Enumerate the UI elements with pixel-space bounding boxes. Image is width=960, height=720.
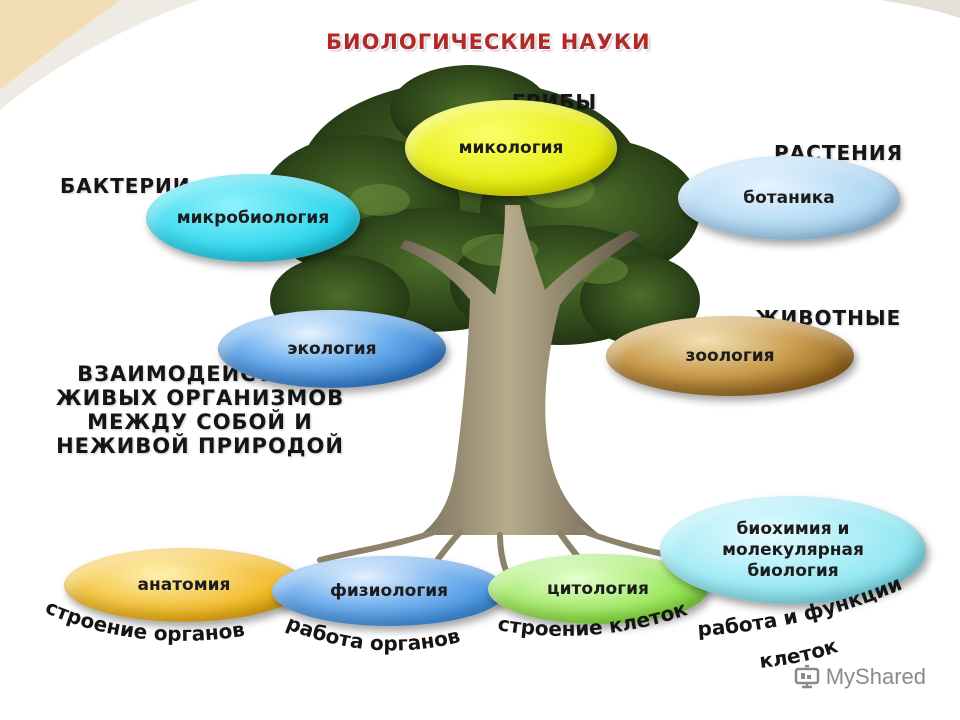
oval-physiology-label: физиология (329, 580, 449, 601)
oval-botany-label: ботаника (743, 187, 835, 208)
oval-biochemistry-line: биохимия и (736, 518, 850, 539)
oval-biochemistry-line: биология (747, 560, 839, 581)
oval-botany[interactable]: ботаника (678, 156, 900, 240)
oval-physiology[interactable]: физиология (272, 556, 506, 626)
oval-zoology[interactable]: зоология (606, 316, 854, 396)
oval-mycology[interactable]: микология (405, 100, 617, 196)
oval-anatomy[interactable]: анатомия (64, 548, 304, 622)
oval-mycology-label: микология (458, 137, 564, 158)
oval-anatomy-label: анатомия (137, 574, 231, 595)
caption-physiology: работа органов (283, 610, 462, 655)
caption-biochemistry-1: работа и функции (697, 571, 906, 641)
ecology-description-line: МЕЖДУ СОБОЙ И (87, 410, 313, 434)
watermark: MyShared (794, 664, 926, 690)
oval-microbiology-label: микробиология (176, 207, 330, 228)
tree-trunk (400, 205, 640, 535)
caption-anatomy-text: строение органов (42, 595, 246, 646)
page-title: БИОЛОГИЧЕСКИЕ НАУКИ (326, 30, 651, 54)
caption-biochemistry-1-text: работа и функции (697, 571, 906, 641)
oval-ecology-label: экология (287, 338, 377, 359)
watermark-text: MyShared (825, 664, 926, 689)
caption-cytology-text: строение клеток (496, 596, 690, 641)
oval-biochemistry[interactable]: биохимия и молекулярная биология (660, 496, 926, 604)
caption-physiology-text: работа органов (283, 610, 462, 655)
caption-anatomy: строение органов (42, 595, 246, 646)
ecology-description-line: ЖИВЫХ ОРГАНИЗМОВ (55, 386, 345, 410)
presentation-icon (794, 665, 819, 689)
ecology-description-line: НЕЖИВОЙ ПРИРОДОЙ (56, 434, 344, 458)
oval-biochemistry-line: молекулярная (722, 539, 864, 560)
oval-zoology-label: зоология (685, 345, 775, 366)
oval-ecology[interactable]: экология (218, 310, 446, 388)
oval-cytology-label: цитология (547, 578, 649, 599)
oval-microbiology[interactable]: микробиология (146, 174, 360, 262)
oval-biochemistry-label: биохимия и молекулярная биология (722, 519, 864, 582)
caption-cytology: строение клеток (496, 596, 690, 641)
